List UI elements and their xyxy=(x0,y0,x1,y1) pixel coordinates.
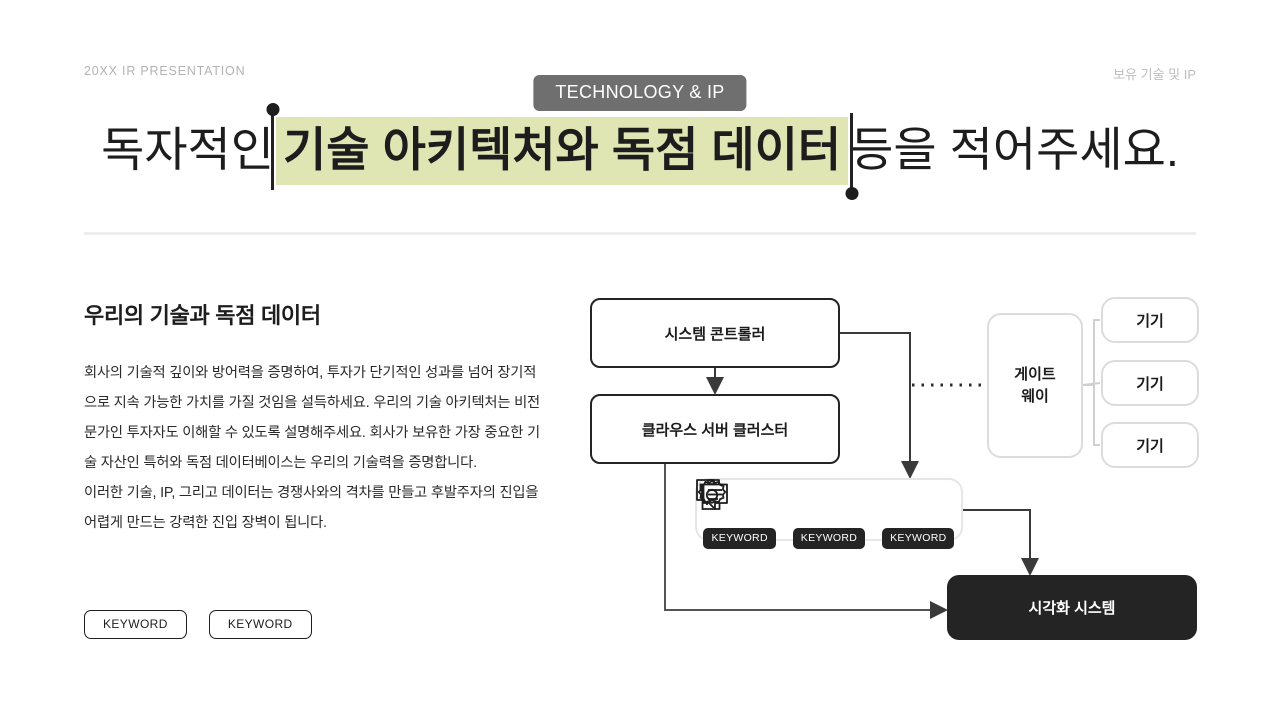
node-device-2[interactable]: 기기 xyxy=(1101,360,1199,406)
left-content: 우리의 기술과 독점 데이터 회사의 기술적 깊이와 방어력을 증명하여, 투자… xyxy=(84,298,544,538)
body-paragraph-1: 회사의 기술적 깊이와 방어력을 증명하여, 투자가 단기적인 성과를 넘어 장… xyxy=(84,365,540,471)
left-body-text: 회사의 기술적 깊이와 방어력을 증명하여, 투자가 단기적인 성과를 넘어 장… xyxy=(84,358,544,538)
headline-suffix: 등을 적어주세요. xyxy=(850,123,1179,176)
presentation-label: 20XX IR PRESENTATION xyxy=(84,64,246,78)
gateway-label-line-2: 웨이 xyxy=(1021,387,1049,405)
gateway-label-line-1: 게이트 xyxy=(1014,365,1056,383)
highlight-knob-right xyxy=(845,187,859,200)
section-badge: TECHNOLOGY & IP xyxy=(533,75,747,111)
icon-badge-chat-document: KEYWORD xyxy=(792,528,866,549)
highlight-knob-left xyxy=(266,103,280,116)
headline-highlight: 기술 아키텍처와 독점 데이터 xyxy=(266,103,859,200)
icon-badge-gear: KEYWORD xyxy=(882,528,955,549)
node-device-1[interactable]: 기기 xyxy=(1101,297,1199,343)
section-subtitle: 보유 기술 및 IP xyxy=(1113,67,1196,82)
architecture-diagram: 시스템 콘트롤러 클라우스 서버 클러스터 게이트 웨이 기기 기기 기기 KE… xyxy=(560,275,1240,675)
keyword-pill-row: KEYWORD KEYWORD xyxy=(84,610,312,639)
headline-prefix: 독자적인 xyxy=(101,123,275,176)
keyword-pill-1[interactable]: KEYWORD xyxy=(84,610,187,639)
icon-panel-items: KEYWORD KEYWORD KEYWORD xyxy=(695,478,963,568)
highlight-marker-right xyxy=(845,113,859,200)
node-device-3[interactable]: 기기 xyxy=(1101,422,1199,468)
header-divider xyxy=(84,232,1196,235)
node-cloud-server-cluster[interactable]: 클라우스 서버 클러스터 xyxy=(590,394,840,464)
highlight-marker-left xyxy=(266,103,280,190)
diagram-connectors xyxy=(664,319,1101,619)
icon-badge-trash: KEYWORD xyxy=(703,528,776,549)
icon-cell-gear[interactable]: KEYWORD xyxy=(697,478,958,549)
left-section-title: 우리의 기술과 독점 데이터 xyxy=(84,303,321,328)
node-system-controller[interactable]: 시스템 콘트롤러 xyxy=(590,298,840,368)
node-visualization-system[interactable]: 시각화 시스템 xyxy=(947,575,1197,640)
keyword-pill-2[interactable]: KEYWORD xyxy=(208,610,312,639)
body-paragraph-2: 이러한 기술, IP, 그리고 데이터는 경쟁사와의 격차를 만들고 후발주자의… xyxy=(84,485,539,531)
icon-cell-chat-document[interactable]: KEYWORD xyxy=(696,478,869,549)
headline-highlight-text: 기술 아키텍처와 독점 데이터 xyxy=(283,123,842,176)
node-gateway[interactable]: 게이트 웨이 xyxy=(987,313,1083,458)
